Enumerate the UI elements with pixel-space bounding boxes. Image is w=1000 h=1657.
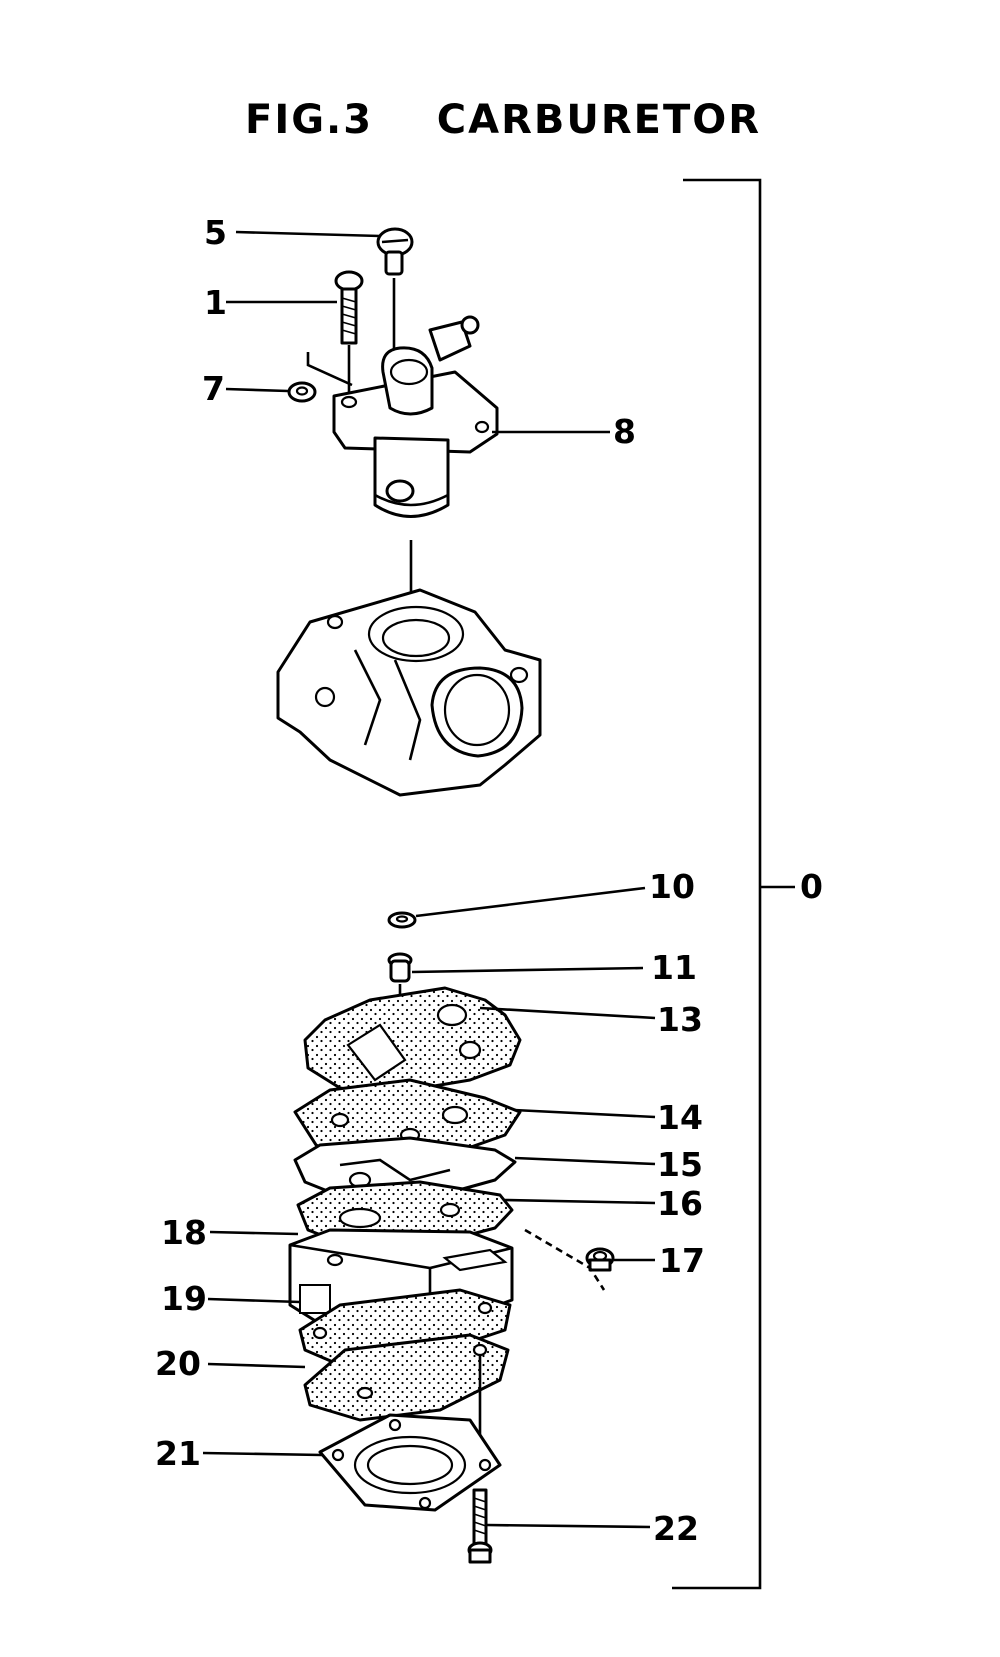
part-21-cover xyxy=(318,1413,502,1512)
callout-18: 18 xyxy=(161,1213,207,1252)
part-17-cap xyxy=(585,1247,615,1272)
callout-10: 10 xyxy=(649,867,695,906)
callout-16: 16 xyxy=(657,1184,703,1223)
callout-13: 13 xyxy=(657,1000,703,1039)
callout-15: 15 xyxy=(657,1145,703,1184)
leader-19 xyxy=(207,1297,301,1304)
leader-7 xyxy=(225,387,289,393)
part-1-bolt xyxy=(334,270,364,398)
leader-15 xyxy=(514,1156,656,1166)
callout-11: 11 xyxy=(651,948,697,987)
callout-5: 5 xyxy=(204,213,227,252)
part-13-gasket xyxy=(303,986,522,1097)
callout-8: 8 xyxy=(613,412,636,451)
callout-20: 20 xyxy=(155,1344,201,1383)
leader-20 xyxy=(207,1362,306,1369)
part-15-diaphragm xyxy=(293,1136,517,1202)
leader-22 xyxy=(486,1523,651,1529)
leader-14 xyxy=(513,1108,656,1119)
part-10-washer xyxy=(387,911,417,929)
leader-10 xyxy=(415,886,646,918)
leader-18 xyxy=(209,1230,299,1236)
part-5-screw xyxy=(376,227,414,352)
callout-19: 19 xyxy=(161,1279,207,1318)
leader-13 xyxy=(479,1006,656,1020)
callout-7: 7 xyxy=(202,369,225,408)
part-11-jet xyxy=(387,952,413,1050)
carburetor-main-body xyxy=(276,588,542,797)
leader-16 xyxy=(504,1198,656,1205)
callout-14: 14 xyxy=(657,1098,703,1137)
callout-22: 22 xyxy=(653,1509,699,1548)
callout-17: 17 xyxy=(659,1241,705,1280)
figure-title: FIG.3 CARBURETOR xyxy=(245,97,761,143)
leader-7-bracket xyxy=(306,352,353,387)
leader-21 xyxy=(202,1451,323,1457)
part-22-screw xyxy=(467,1488,493,1564)
callout-21: 21 xyxy=(155,1434,201,1473)
part-19-gasket xyxy=(298,1288,512,1367)
callout-1: 1 xyxy=(204,283,227,322)
part-7-nut xyxy=(287,381,317,403)
callout-0: 0 xyxy=(800,867,823,906)
part-8-throttle-body xyxy=(332,315,499,518)
leader-5 xyxy=(235,230,381,238)
leader-17-dashed xyxy=(524,1228,606,1291)
assembly-bracket xyxy=(672,178,795,1590)
leader-11 xyxy=(411,966,644,974)
